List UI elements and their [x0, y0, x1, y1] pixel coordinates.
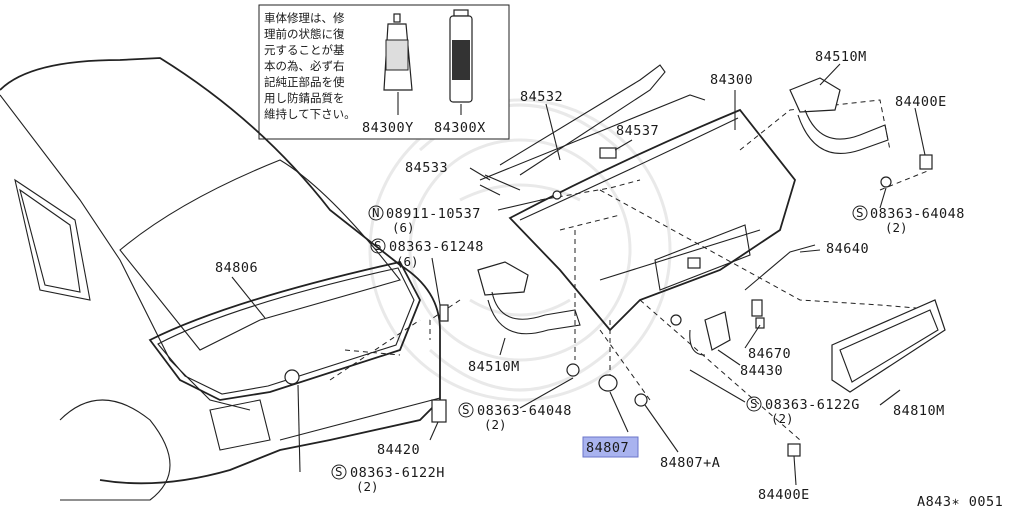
label-84670: 84670	[748, 346, 791, 362]
car-body	[0, 57, 441, 501]
highlight-84807	[582, 436, 639, 458]
label-84537: 84537	[616, 123, 659, 139]
qty-08363-64048-bottom: (2)	[484, 417, 507, 432]
qty-08363-6122G: (2)	[771, 411, 794, 426]
note-line-6: 用し防錆品質を	[264, 91, 345, 105]
label-84532: 84532	[520, 89, 563, 105]
torsion-rods	[479, 64, 706, 196]
label-84510M-mid: 84510M	[468, 359, 520, 375]
label-84807: 84807	[586, 440, 629, 456]
label-08363-6122H: 08363-6122H	[350, 465, 445, 481]
label-84510M-top: 84510M	[815, 49, 867, 65]
prefix-S-circle-2	[370, 238, 386, 254]
sealant-tube-icon	[383, 13, 413, 115]
lamp-84810M	[831, 299, 946, 393]
label-84807A: 84807+A	[660, 455, 720, 471]
note-line-7: 維持して下さい。	[264, 107, 356, 121]
qty-08911: (6)	[392, 220, 415, 235]
label-84810M: 84810M	[893, 403, 945, 419]
diagram-code: A843∗ 0051	[917, 494, 1003, 510]
note-line-4: 本の為、必ず右	[264, 59, 345, 73]
prefix-S-2: S	[374, 238, 382, 253]
prefix-S-circle-5	[331, 464, 347, 480]
label-08363-64048-right: 08363-64048	[870, 206, 965, 222]
label-84400E-bottom: 84400E	[758, 487, 810, 503]
prefix-N: N	[372, 205, 380, 220]
prefix-S-1: S	[856, 205, 864, 220]
prefix-S-5: S	[335, 464, 343, 479]
note-line-3: 元することが基	[264, 43, 345, 57]
prefix-N-circle	[368, 205, 384, 221]
qty-08363-61248: (6)	[396, 254, 419, 269]
prefix-S-circle-1	[852, 205, 868, 221]
qty-08363-64048-right: (2)	[885, 220, 908, 235]
prefix-S-circle-3	[746, 396, 762, 412]
label-08363-64048-bottom: 08363-64048	[477, 403, 572, 419]
label-84300Y: 84300Y	[362, 120, 414, 136]
note-line-5: 記純正部品を使	[264, 75, 345, 89]
label-84300X: 84300X	[434, 120, 486, 136]
part-labels: 84532 84537 84533 84300 84510M 84400E N …	[215, 49, 1003, 510]
qty-08363-6122H: (2)	[356, 479, 379, 494]
label-84420: 84420	[377, 442, 420, 458]
trunk-lid-84300	[508, 90, 796, 332]
prefix-S-4: S	[462, 402, 470, 417]
watermark	[368, 98, 672, 402]
prefix-S-circle-4	[458, 402, 474, 418]
label-08363-61248: 08363-61248	[389, 239, 484, 255]
label-84640: 84640	[826, 241, 869, 257]
hinge-right	[789, 77, 889, 154]
small-parts	[284, 147, 933, 457]
prefix-S-3: S	[750, 396, 758, 411]
repair-note-box: 車体修理は、修 理前の状態に復 元することが基 本の為、必ず右 記純正部品を使 …	[258, 4, 510, 140]
label-84806: 84806	[215, 260, 258, 276]
label-08363-6122G: 08363-6122G	[765, 397, 860, 413]
note-line-2: 理前の状態に復	[264, 27, 345, 41]
label-84400E-top: 84400E	[895, 94, 947, 110]
label-84300: 84300	[710, 72, 753, 88]
hinge-left	[477, 261, 581, 335]
label-84430: 84430	[740, 363, 783, 379]
label-08911-10537: 08911-10537	[386, 206, 481, 222]
note-line-1: 車体修理は、修	[264, 11, 345, 25]
spray-can-icon	[449, 9, 473, 115]
leader-lines	[231, 63, 926, 486]
label-84533: 84533	[405, 160, 448, 176]
